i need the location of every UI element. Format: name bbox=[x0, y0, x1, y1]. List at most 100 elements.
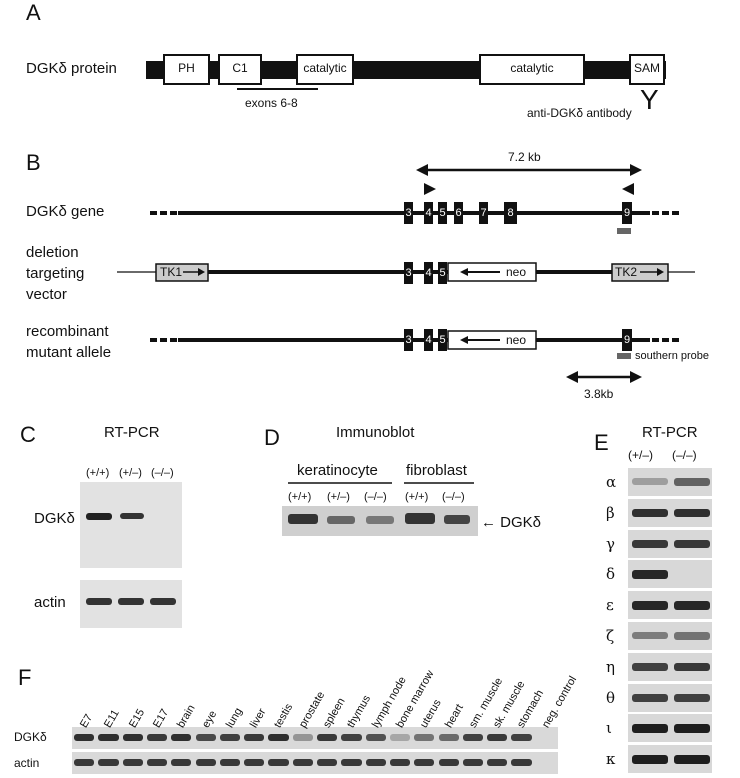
gel-band bbox=[122, 759, 143, 766]
gel-e-row bbox=[628, 745, 712, 774]
primer-forward bbox=[424, 183, 436, 195]
span-label: 7.2 kb bbox=[508, 150, 541, 164]
gel-band bbox=[462, 734, 484, 741]
gel-band bbox=[98, 759, 119, 766]
gel-band bbox=[487, 734, 508, 741]
isoform-label: β bbox=[606, 503, 615, 522]
gel-band bbox=[292, 759, 313, 766]
gel-band bbox=[511, 759, 532, 766]
gel-band bbox=[511, 734, 532, 741]
panel-a-letter: A bbox=[26, 0, 41, 25]
gel-band bbox=[268, 759, 289, 766]
gel-band bbox=[86, 598, 112, 605]
panel-b-letter: B bbox=[26, 150, 41, 175]
exon-box: 3 bbox=[404, 262, 413, 284]
isoform-label: κ bbox=[606, 750, 616, 769]
genotype-label: (+/–) bbox=[327, 491, 350, 503]
domain-ph bbox=[163, 54, 210, 85]
gel-band bbox=[366, 516, 394, 524]
gel-band bbox=[632, 570, 668, 580]
genotype-label: (–/–) bbox=[442, 491, 465, 503]
gel-band bbox=[674, 755, 710, 765]
row-label: actin bbox=[14, 756, 40, 770]
gel-band bbox=[292, 734, 313, 741]
gel-band bbox=[487, 759, 508, 766]
genotype-label: (+/+) bbox=[405, 491, 429, 503]
gel-band bbox=[438, 759, 459, 766]
genotype-label: (–/–) bbox=[151, 467, 174, 479]
antibody-icon: Y bbox=[640, 84, 659, 115]
gel-band bbox=[632, 478, 668, 485]
arrowhead bbox=[566, 371, 578, 383]
gel-f-row bbox=[72, 727, 558, 749]
exon-box: 7 bbox=[479, 202, 488, 224]
gel-band bbox=[632, 632, 668, 640]
domain-c1 bbox=[218, 54, 262, 85]
probe-bar bbox=[617, 228, 631, 234]
gel-e-row bbox=[628, 714, 712, 743]
gel-c-dgk bbox=[80, 482, 182, 568]
gel-band bbox=[219, 734, 241, 741]
exon-box: 8 bbox=[504, 202, 517, 224]
gel-e-row bbox=[628, 560, 712, 589]
gel-band bbox=[414, 734, 435, 741]
row-label: actin bbox=[34, 594, 66, 611]
gel-band bbox=[120, 513, 144, 519]
panel-e-letter: E bbox=[594, 430, 609, 455]
antibody-label: anti-DGKδ antibody bbox=[527, 106, 632, 120]
gel-band bbox=[317, 734, 338, 741]
gel-band bbox=[146, 734, 168, 741]
gel-e-row bbox=[628, 652, 712, 681]
gel-e-row bbox=[628, 498, 712, 527]
panel-e-title: RT-PCR bbox=[642, 424, 698, 441]
exon-box: 5 bbox=[438, 202, 447, 224]
genotype-label: (+/+) bbox=[86, 467, 110, 479]
domain-label: catalytic bbox=[510, 61, 554, 75]
gel-band bbox=[327, 516, 355, 524]
panel-d-letter: D bbox=[264, 425, 280, 450]
gel-band bbox=[341, 734, 362, 741]
dgk-arrow-label: ← DGKδ bbox=[481, 514, 542, 531]
arrowhead bbox=[416, 164, 428, 176]
gel-band bbox=[632, 601, 668, 611]
isoform-label: ι bbox=[606, 719, 612, 738]
gel-band bbox=[268, 734, 289, 741]
gel-band bbox=[150, 598, 176, 605]
gel-band bbox=[438, 734, 459, 741]
genotype-label: (–/–) bbox=[364, 491, 387, 503]
domain-sam bbox=[629, 54, 665, 85]
gel-band bbox=[632, 693, 668, 702]
gel-band bbox=[341, 759, 362, 766]
gel-band bbox=[86, 513, 112, 520]
gel-band bbox=[244, 734, 265, 741]
gel-band bbox=[146, 759, 168, 766]
arrowhead bbox=[630, 371, 642, 383]
panel-c-letter: C bbox=[20, 422, 36, 447]
isoform-label: η bbox=[606, 657, 615, 676]
isoform-label: γ bbox=[606, 534, 615, 553]
protein-label: DGKδ protein bbox=[26, 60, 117, 77]
gel-band bbox=[632, 662, 668, 672]
gel-band bbox=[389, 734, 411, 741]
gel-band bbox=[122, 734, 143, 741]
gel-band bbox=[462, 759, 484, 766]
arrowhead bbox=[460, 336, 468, 344]
exon-box: 4 bbox=[424, 262, 433, 284]
gel-band bbox=[674, 724, 710, 734]
gel-e-row bbox=[628, 622, 712, 650]
gel-band bbox=[632, 755, 668, 765]
gel-band bbox=[74, 734, 95, 741]
isoform-label: ζ bbox=[606, 627, 615, 645]
arrowhead bbox=[198, 268, 205, 276]
domain-label: catalytic bbox=[303, 61, 347, 75]
vector-label: deletion targeting vector bbox=[26, 244, 85, 303]
gel-band bbox=[219, 759, 241, 766]
gel-e-row bbox=[628, 591, 712, 620]
gel-band bbox=[195, 734, 216, 741]
primer-reverse bbox=[622, 183, 634, 195]
gel-band bbox=[74, 759, 95, 766]
gene-label: DGKδ gene bbox=[26, 203, 105, 220]
domain-label: C1 bbox=[232, 61, 248, 75]
gel-c-actin bbox=[80, 580, 182, 628]
neo-label: neo bbox=[506, 265, 527, 279]
